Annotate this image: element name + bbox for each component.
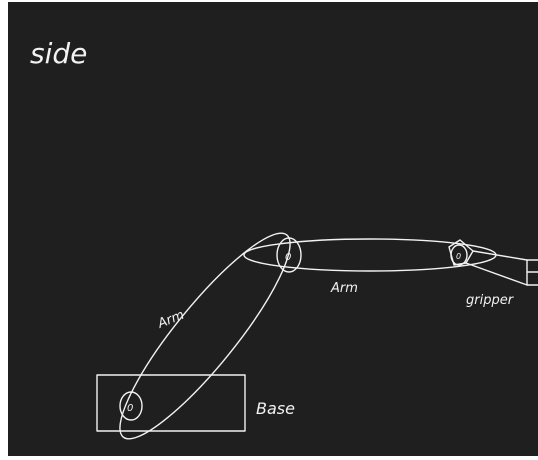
gripper-body — [465, 250, 528, 286]
base-joint-symbol: 0 — [127, 403, 133, 414]
gripper-label: gripper — [466, 293, 515, 308]
wrist-joint-symbol: 0 — [456, 252, 461, 261]
elbow-joint-symbol: 0 — [285, 252, 291, 263]
upper-arm-label: Arm — [330, 281, 358, 296]
base-joint-outer — [119, 391, 143, 421]
sketch-board: side Base Arm 0 Arm 0 0 gripper — [8, 2, 538, 456]
elbow-joint-outer — [276, 237, 302, 273]
sketch-drawing: side Base Arm 0 Arm 0 0 gripper — [30, 37, 538, 440]
base-rectangle — [96, 374, 246, 432]
lower-arm-ellipse — [119, 232, 291, 440]
lower-arm-label: Arm — [155, 308, 186, 332]
gripper-fingers — [526, 259, 538, 286]
view-label: side — [30, 37, 87, 70]
gripper-housing — [448, 239, 474, 266]
base-label: Base — [256, 399, 295, 418]
